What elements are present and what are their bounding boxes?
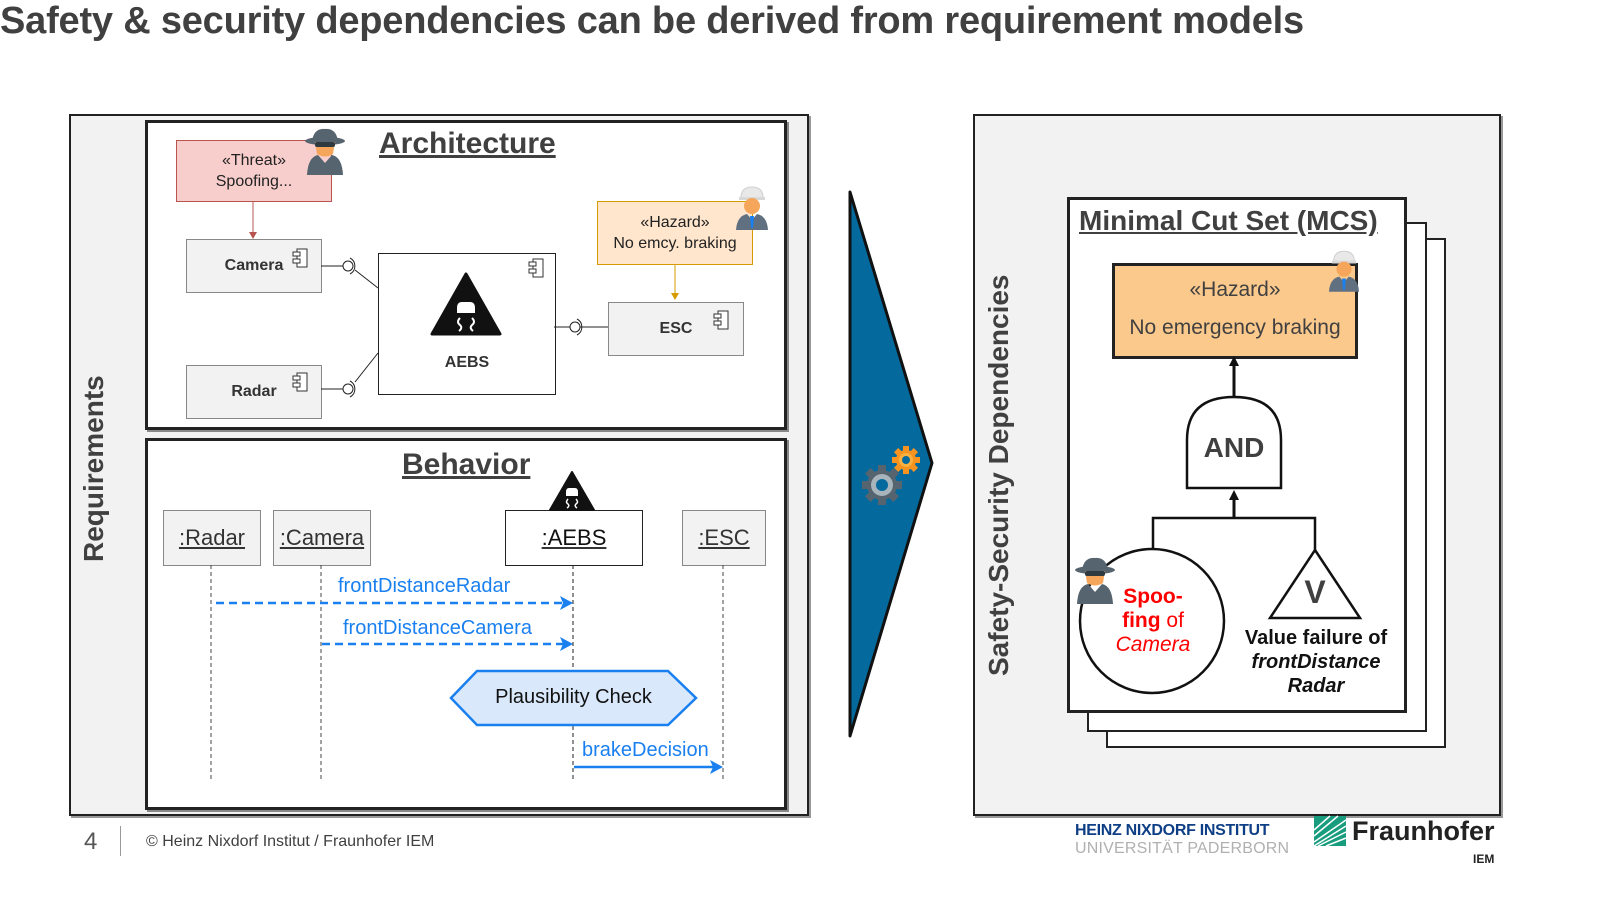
threat-event-line1: Spoo- [1123,585,1183,608]
lifeline-esc[interactable]: :ESC [682,510,766,566]
plausibility-check-label: Plausibility Check [495,686,652,708]
lifeline-radar[interactable]: :Radar [163,510,261,566]
threat-stereotype: «Threat» [221,152,287,169]
message-front-distance-camera: frontDistanceCamera [343,617,532,639]
lifeline-aebs[interactable]: :AEBS [505,510,643,566]
hni-logo-line2: UNIVERSITÄT PADERBORN [1075,840,1290,857]
hazard-stereotype: «Hazard» [640,214,710,231]
threat-note[interactable]: «Threat» Spoofing... [176,140,332,202]
threat-event-line2-bold: fing [1122,609,1161,632]
lifeline-esc-label: :ESC [698,525,750,550]
component-esc-label: ESC [659,320,693,337]
gear-icon-orange [892,446,920,474]
engineer-icon-mcs [1328,250,1360,292]
component-icon [292,248,729,392]
mcs-title: Minimal Cut Set (MCS) [1079,205,1378,236]
component-radar[interactable]: Radar [186,365,322,419]
transformation-arrow [848,190,934,738]
hazard-note[interactable]: «Hazard» No emcy. braking [597,201,753,265]
component-camera-label: Camera [224,257,284,274]
lifeline-camera[interactable]: :Camera [273,510,371,566]
failure-event-line3: Radar [1287,675,1345,697]
fraunhofer-logo-mark [1313,815,1347,847]
and-gate [1185,395,1283,490]
fraunhofer-logo-sub: IEM [1473,852,1495,866]
threat-event-line2-rest: of [1160,609,1184,632]
failure-symbol: V [1304,574,1326,610]
slide-title: Safety & security dependencies can be de… [0,0,1304,42]
threat-event-line3: Camera [1115,633,1191,656]
page-number: 4 [84,828,98,855]
threat-text: Spoofing... [215,173,293,190]
lifeline-radar-label: :Radar [178,525,246,550]
behavior-box [145,438,787,810]
threat-event-circle [1078,547,1226,695]
spy-icon [305,128,345,175]
component-radar-label: Radar [231,383,277,400]
architecture-title: Architecture [379,127,556,160]
and-gate-label: AND [1203,432,1265,463]
slippery-road-warning-icon [430,272,502,336]
plausibility-check-shape [449,669,698,727]
component-aebs-label: AEBS [444,354,490,371]
undeveloped-event-triangle [1267,547,1363,620]
slippery-road-warning-icon-small [549,471,595,511]
message-brake-decision: brakeDecision [582,739,709,761]
failure-event-label[interactable]: Value failure of frontDistance Radar [1230,626,1402,698]
lifeline-camera-label: :Camera [279,525,365,550]
hazard-text: No emcy. braking [613,235,737,252]
message-front-distance-radar: frontDistanceRadar [338,575,511,597]
failure-event-line2: frontDistance [1251,651,1381,673]
engineer-icon [736,186,768,230]
mcs-hazard-box[interactable]: «Hazard» No emergency braking [1112,263,1358,359]
mcs-hazard-stereotype: «Hazard» [1189,278,1281,301]
footer-divider [120,826,121,856]
spy-icon-mcs [1075,557,1115,604]
lifeline-aebs-label: :AEBS [541,525,607,550]
mcs-hazard-text: No emergency braking [1129,316,1341,339]
fraunhofer-logo-text: Fraunhofer [1352,816,1495,846]
hni-logo: HEINZ NIXDORF INSTITUT UNIVERSITÄT PADER… [1075,822,1289,858]
failure-event-line1: Value failure of [1244,627,1388,649]
copyright: © Heinz Nixdorf Institut / Fraunhofer IE… [146,833,435,850]
threat-event-label[interactable]: Spoo- fing of Camera [1100,585,1206,657]
behavior-title: Behavior [402,448,531,481]
hni-logo-line1: HEINZ NIXDORF INSTITUT [1075,822,1270,839]
